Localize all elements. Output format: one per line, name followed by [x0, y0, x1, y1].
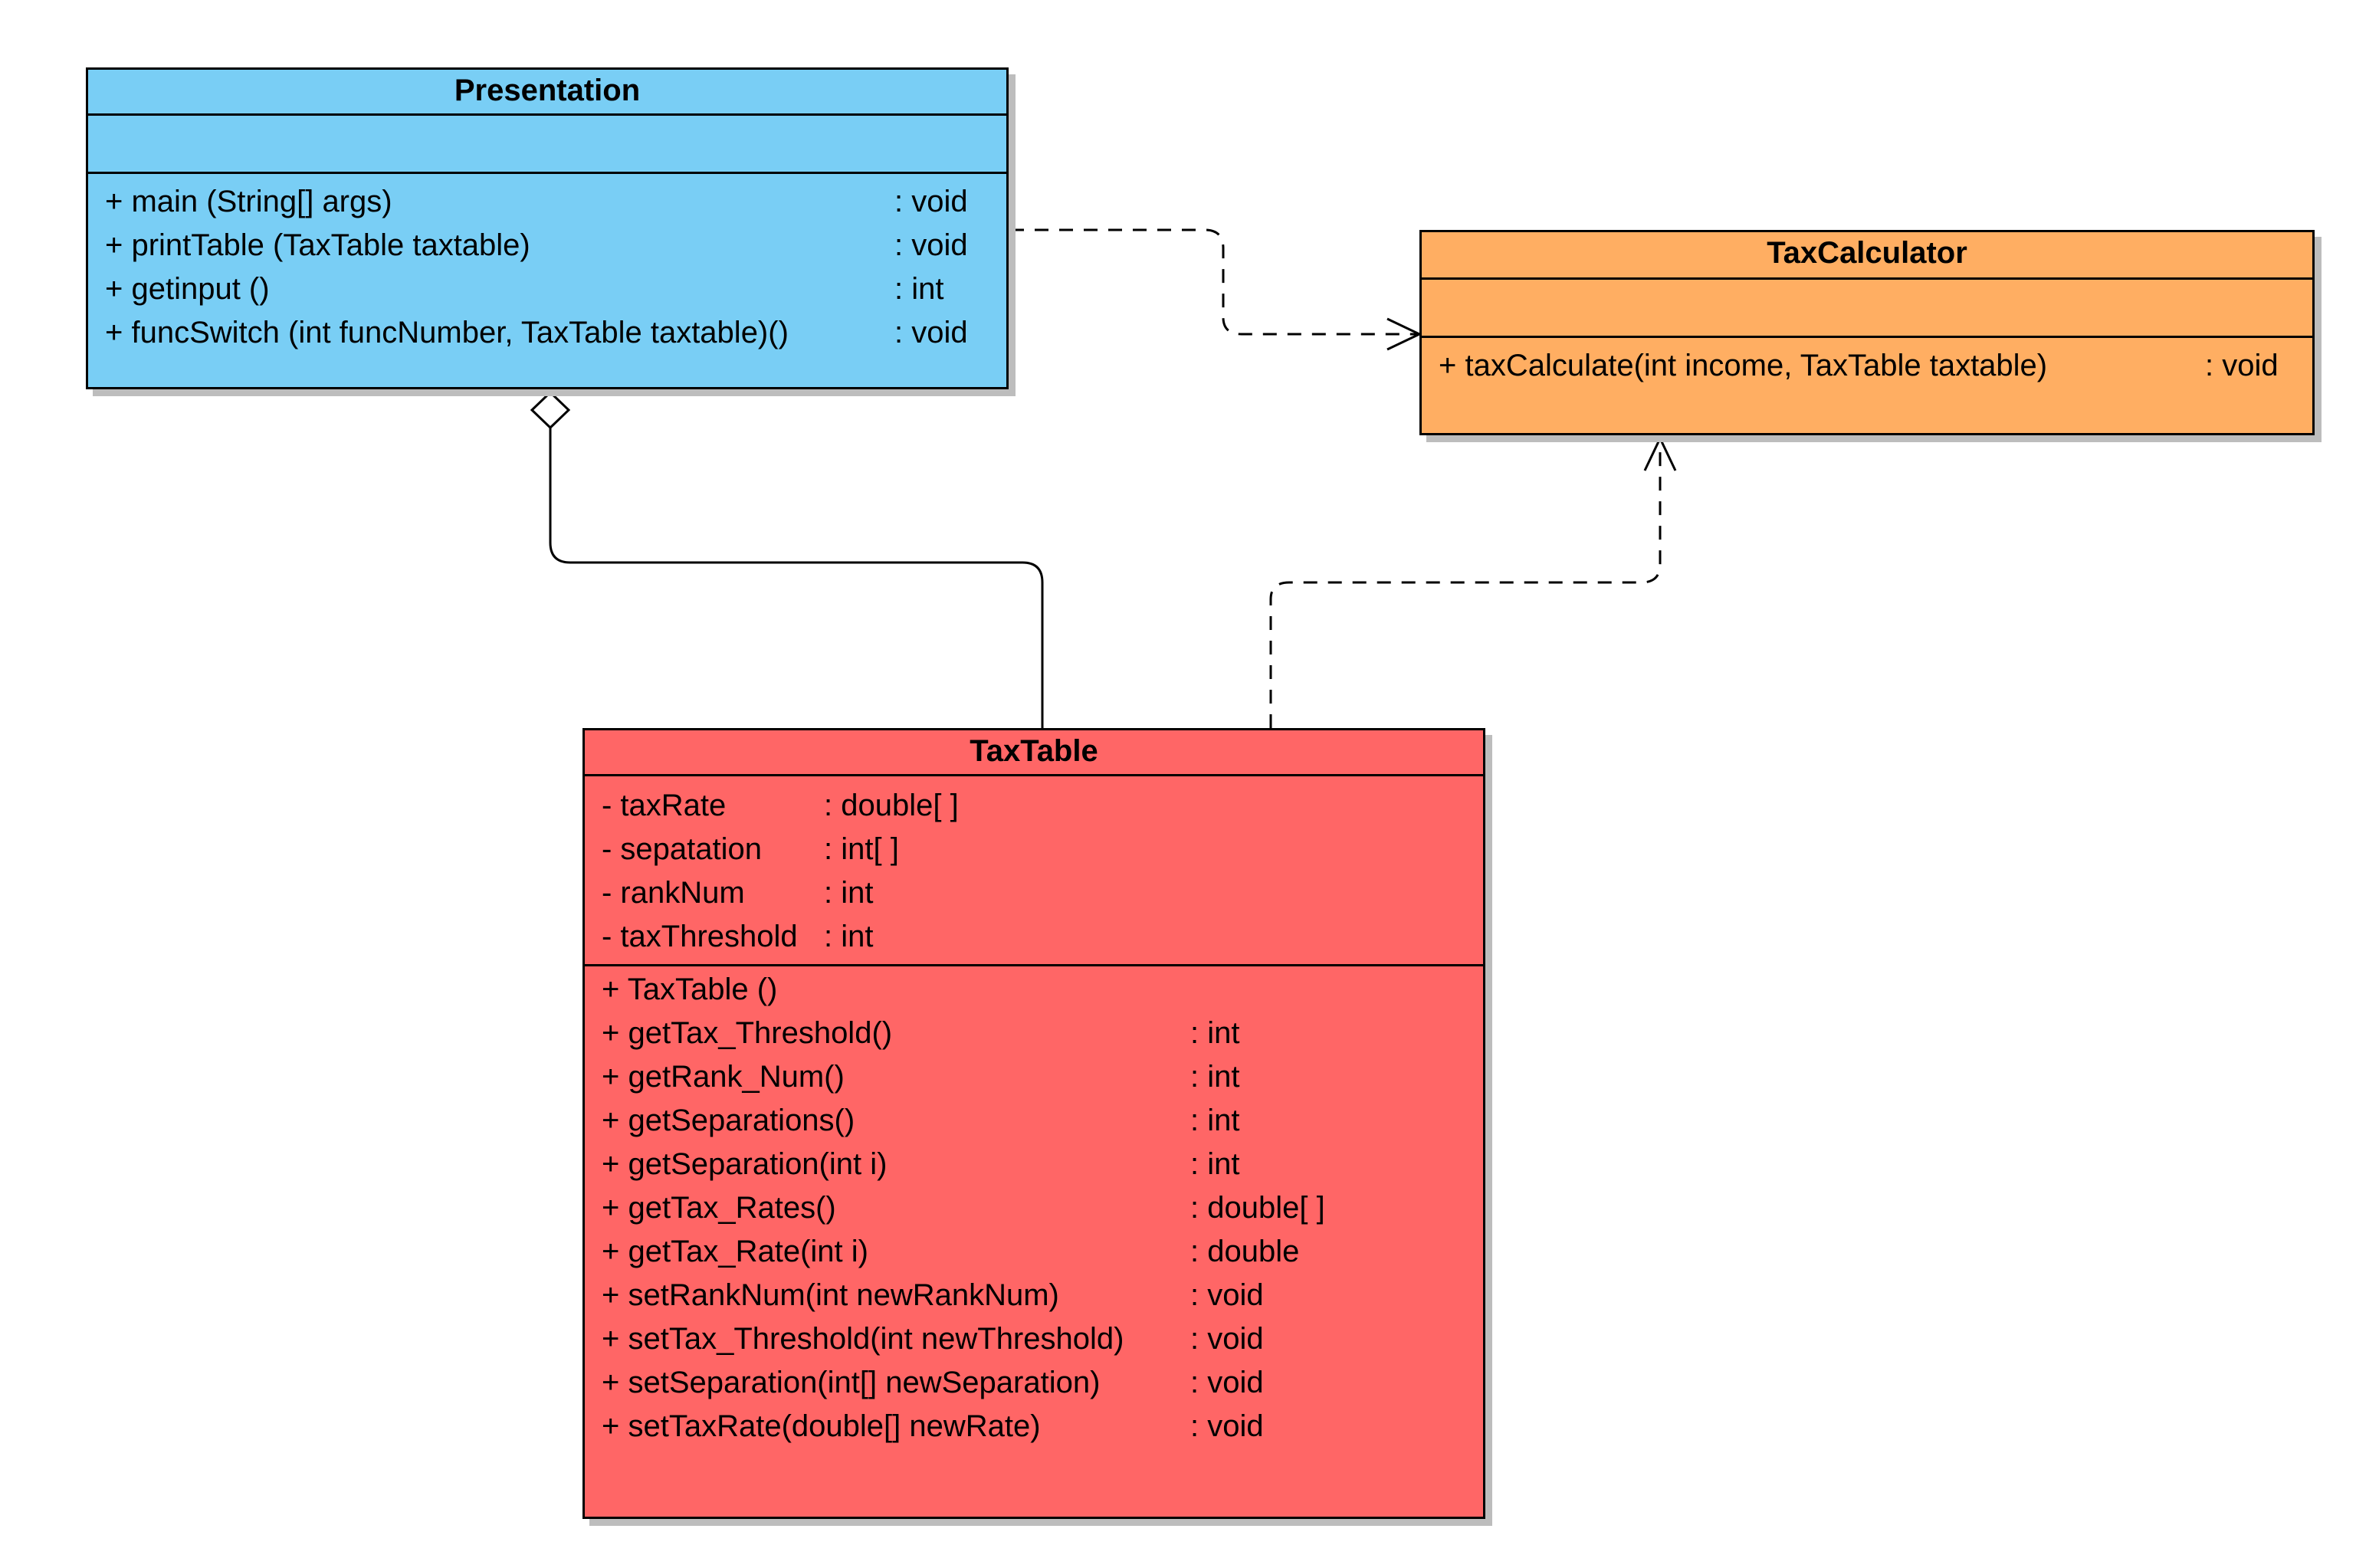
attribute-type: : int [824, 876, 874, 910]
method-signature: + getinput () [105, 272, 270, 306]
class-name: TaxCalculator [1422, 232, 2312, 280]
attribute-type: : int [824, 920, 874, 953]
attribute-row: - taxRate : double[ ] [602, 784, 1483, 828]
method-row: + setSeparation(int[] newSeparation) : v… [602, 1361, 1483, 1405]
attributes-section [1422, 280, 2312, 338]
methods-section: + TaxTable () + getTax_Threshold() : int… [585, 966, 1483, 1455]
method-row: + getSeparations() : int [602, 1099, 1483, 1143]
method-return-type: : void [894, 185, 968, 218]
method-row: + funcSwitch (int funcNumber, TaxTable t… [105, 311, 1006, 355]
method-signature: + getSeparation(int i) [602, 1147, 888, 1181]
method-row: + main (String[] args) : void [105, 180, 1006, 224]
method-row: + getTax_Rates() : double[ ] [602, 1186, 1483, 1230]
attribute-row: - rankNum : int [602, 871, 1483, 915]
attribute-name: - taxRate [602, 789, 727, 822]
attribute-name: - sepatation [602, 832, 763, 866]
aggregation-diamond-icon [530, 390, 571, 430]
method-signature: + main (String[] args) [105, 185, 392, 218]
method-return-type: : void [1190, 1366, 1264, 1399]
methods-section: + main (String[] args) : void + printTab… [88, 174, 1006, 361]
method-return-type: : void [1190, 1322, 1264, 1356]
method-signature: + funcSwitch (int funcNumber, TaxTable t… [105, 316, 789, 349]
method-signature: + setTaxRate(double[] newRate) [602, 1409, 1041, 1443]
attributes-section [88, 116, 1006, 174]
attribute-name: - rankNum [602, 876, 745, 910]
class-name: TaxTable [585, 730, 1483, 776]
method-return-type: : double [1190, 1235, 1300, 1268]
class-presentation[interactable]: Presentation + main (String[] args) : vo… [86, 67, 1009, 389]
attribute-name: - taxThreshold [602, 920, 798, 953]
method-signature: + setRankNum(int newRankNum) [602, 1278, 1059, 1312]
method-signature: + printTable (TaxTable taxtable) [105, 228, 530, 262]
attribute-row: - taxThreshold : int [602, 915, 1483, 959]
method-row: + TaxTable () [602, 968, 1483, 1012]
aggregation-line [549, 428, 1044, 728]
method-return-type: : int [1190, 1147, 1240, 1181]
method-row: + printTable (TaxTable taxtable) : void [105, 224, 1006, 267]
dependency-taxtable-taxcalculator [1269, 438, 1662, 728]
method-row: + setTax_Threshold(int newThreshold) : v… [602, 1317, 1483, 1361]
method-row: + setRankNum(int newRankNum) : void [602, 1274, 1483, 1317]
method-row: + getRank_Num() : int [602, 1055, 1483, 1099]
class-taxcalculator[interactable]: TaxCalculator + taxCalculate(int income,… [1419, 230, 2315, 435]
method-row: + taxCalculate(int income, TaxTable taxt… [1439, 344, 2312, 388]
method-signature: + TaxTable () [602, 973, 778, 1006]
method-row: + getTax_Threshold() : int [602, 1012, 1483, 1055]
method-row: + getTax_Rate(int i) : double [602, 1230, 1483, 1274]
attribute-type: : int[ ] [824, 832, 899, 866]
method-return-type: : void [1190, 1409, 1264, 1443]
attribute-type: : double[ ] [824, 789, 959, 822]
method-return-type: : void [894, 316, 968, 349]
methods-section: + taxCalculate(int income, TaxTable taxt… [1422, 338, 2312, 394]
method-signature: + setTax_Threshold(int newThreshold) [602, 1322, 1124, 1356]
method-return-type: : int [894, 272, 944, 306]
method-return-type: : void [1190, 1278, 1264, 1312]
method-return-type: : int [1190, 1104, 1240, 1137]
method-signature: + getSeparations() [602, 1104, 855, 1137]
method-return-type: : void [2205, 349, 2279, 382]
method-signature: + getRank_Num() [602, 1060, 845, 1094]
class-taxtable[interactable]: TaxTable - taxRate : double[ ] - sepatat… [582, 728, 1485, 1519]
open-arrowhead-icon [1643, 435, 1677, 471]
method-return-type: : double[ ] [1190, 1191, 1325, 1225]
method-row: + getinput () : int [105, 267, 1006, 311]
method-return-type: : void [894, 228, 968, 262]
dependency-presentation-taxcalculator [1010, 228, 1418, 336]
method-return-type: : int [1190, 1016, 1240, 1050]
method-signature: + taxCalculate(int income, TaxTable taxt… [1439, 349, 2048, 382]
method-signature: + getTax_Rates() [602, 1191, 836, 1225]
method-signature: + getTax_Rate(int i) [602, 1235, 868, 1268]
class-name: Presentation [88, 70, 1006, 116]
method-row: + getSeparation(int i) : int [602, 1143, 1483, 1186]
attribute-row: - sepatation : int[ ] [602, 828, 1483, 871]
method-return-type: : int [1190, 1060, 1240, 1094]
method-row: + setTaxRate(double[] newRate) : void [602, 1405, 1483, 1448]
attributes-section: - taxRate : double[ ] - sepatation : int… [585, 776, 1483, 966]
method-signature: + getTax_Threshold() [602, 1016, 893, 1050]
method-signature: + setSeparation(int[] newSeparation) [602, 1366, 1101, 1399]
